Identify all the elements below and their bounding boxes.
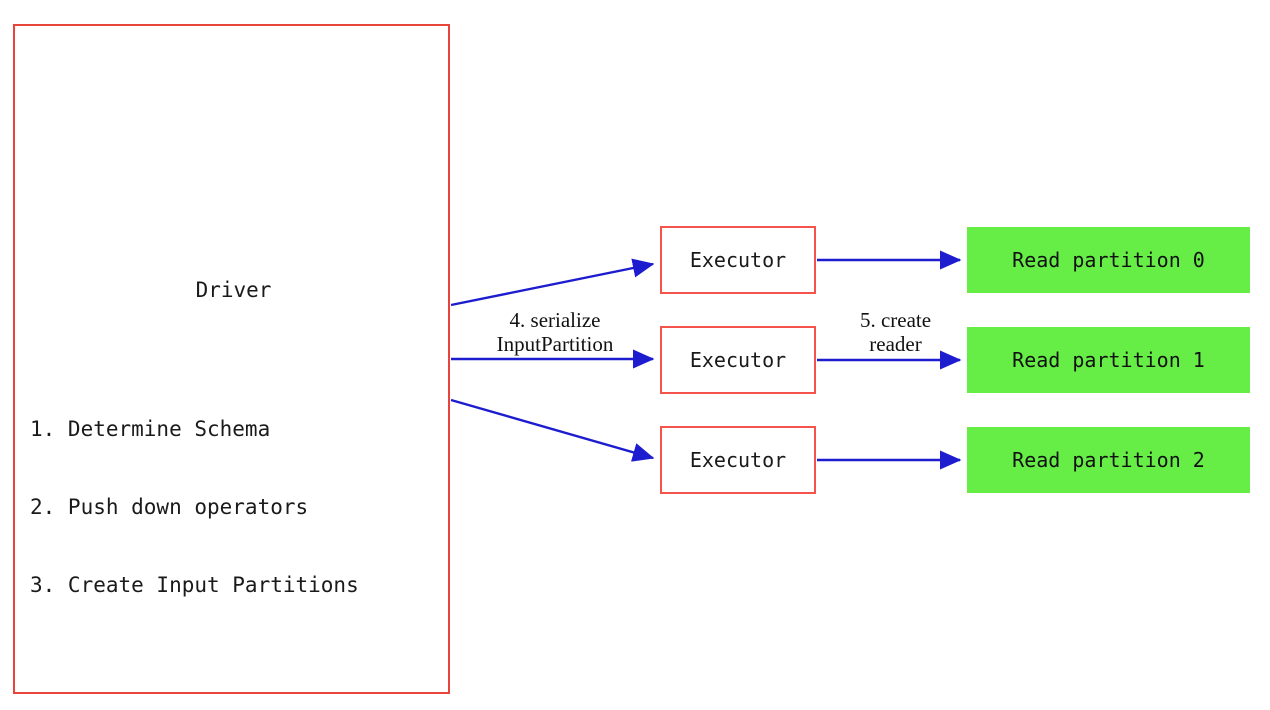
executor-box-3: Executor xyxy=(660,426,816,494)
edge-label-create-reader-line-2: reader xyxy=(869,332,922,356)
executor-box-1: Executor xyxy=(660,226,816,294)
edge-label-create-reader-line-1: 5. create xyxy=(859,308,932,332)
driver-step-2: 2. Push down operators xyxy=(30,495,309,519)
driver-step-3: 3. Create Input Partitions xyxy=(30,573,359,597)
edge-label-serialize-line-1: 4. serialize xyxy=(509,308,601,332)
edge-label-serialize-line-2: InputPartition xyxy=(496,332,614,356)
driver-box: Driver 1. Determine Schema 2. Push down … xyxy=(13,24,450,694)
driver-title: Driver xyxy=(195,278,272,302)
arrow-driver-to-executor-1 xyxy=(450,258,655,307)
executor-box-2: Executor xyxy=(660,326,816,394)
driver-steps-list: 1. Determine Schema 2. Push down operato… xyxy=(30,364,359,650)
partition-box-1: Read partition 1 xyxy=(967,327,1250,393)
edge-label-serialize: 4. serialize InputPartition xyxy=(470,308,640,356)
edge-label-create-reader: 5. create reader xyxy=(828,308,963,356)
arrow-driver-to-executor-3 xyxy=(450,398,655,462)
partition-box-0: Read partition 0 xyxy=(967,227,1250,293)
partition-box-2: Read partition 2 xyxy=(967,427,1250,493)
driver-step-1: 1. Determine Schema xyxy=(30,417,271,441)
